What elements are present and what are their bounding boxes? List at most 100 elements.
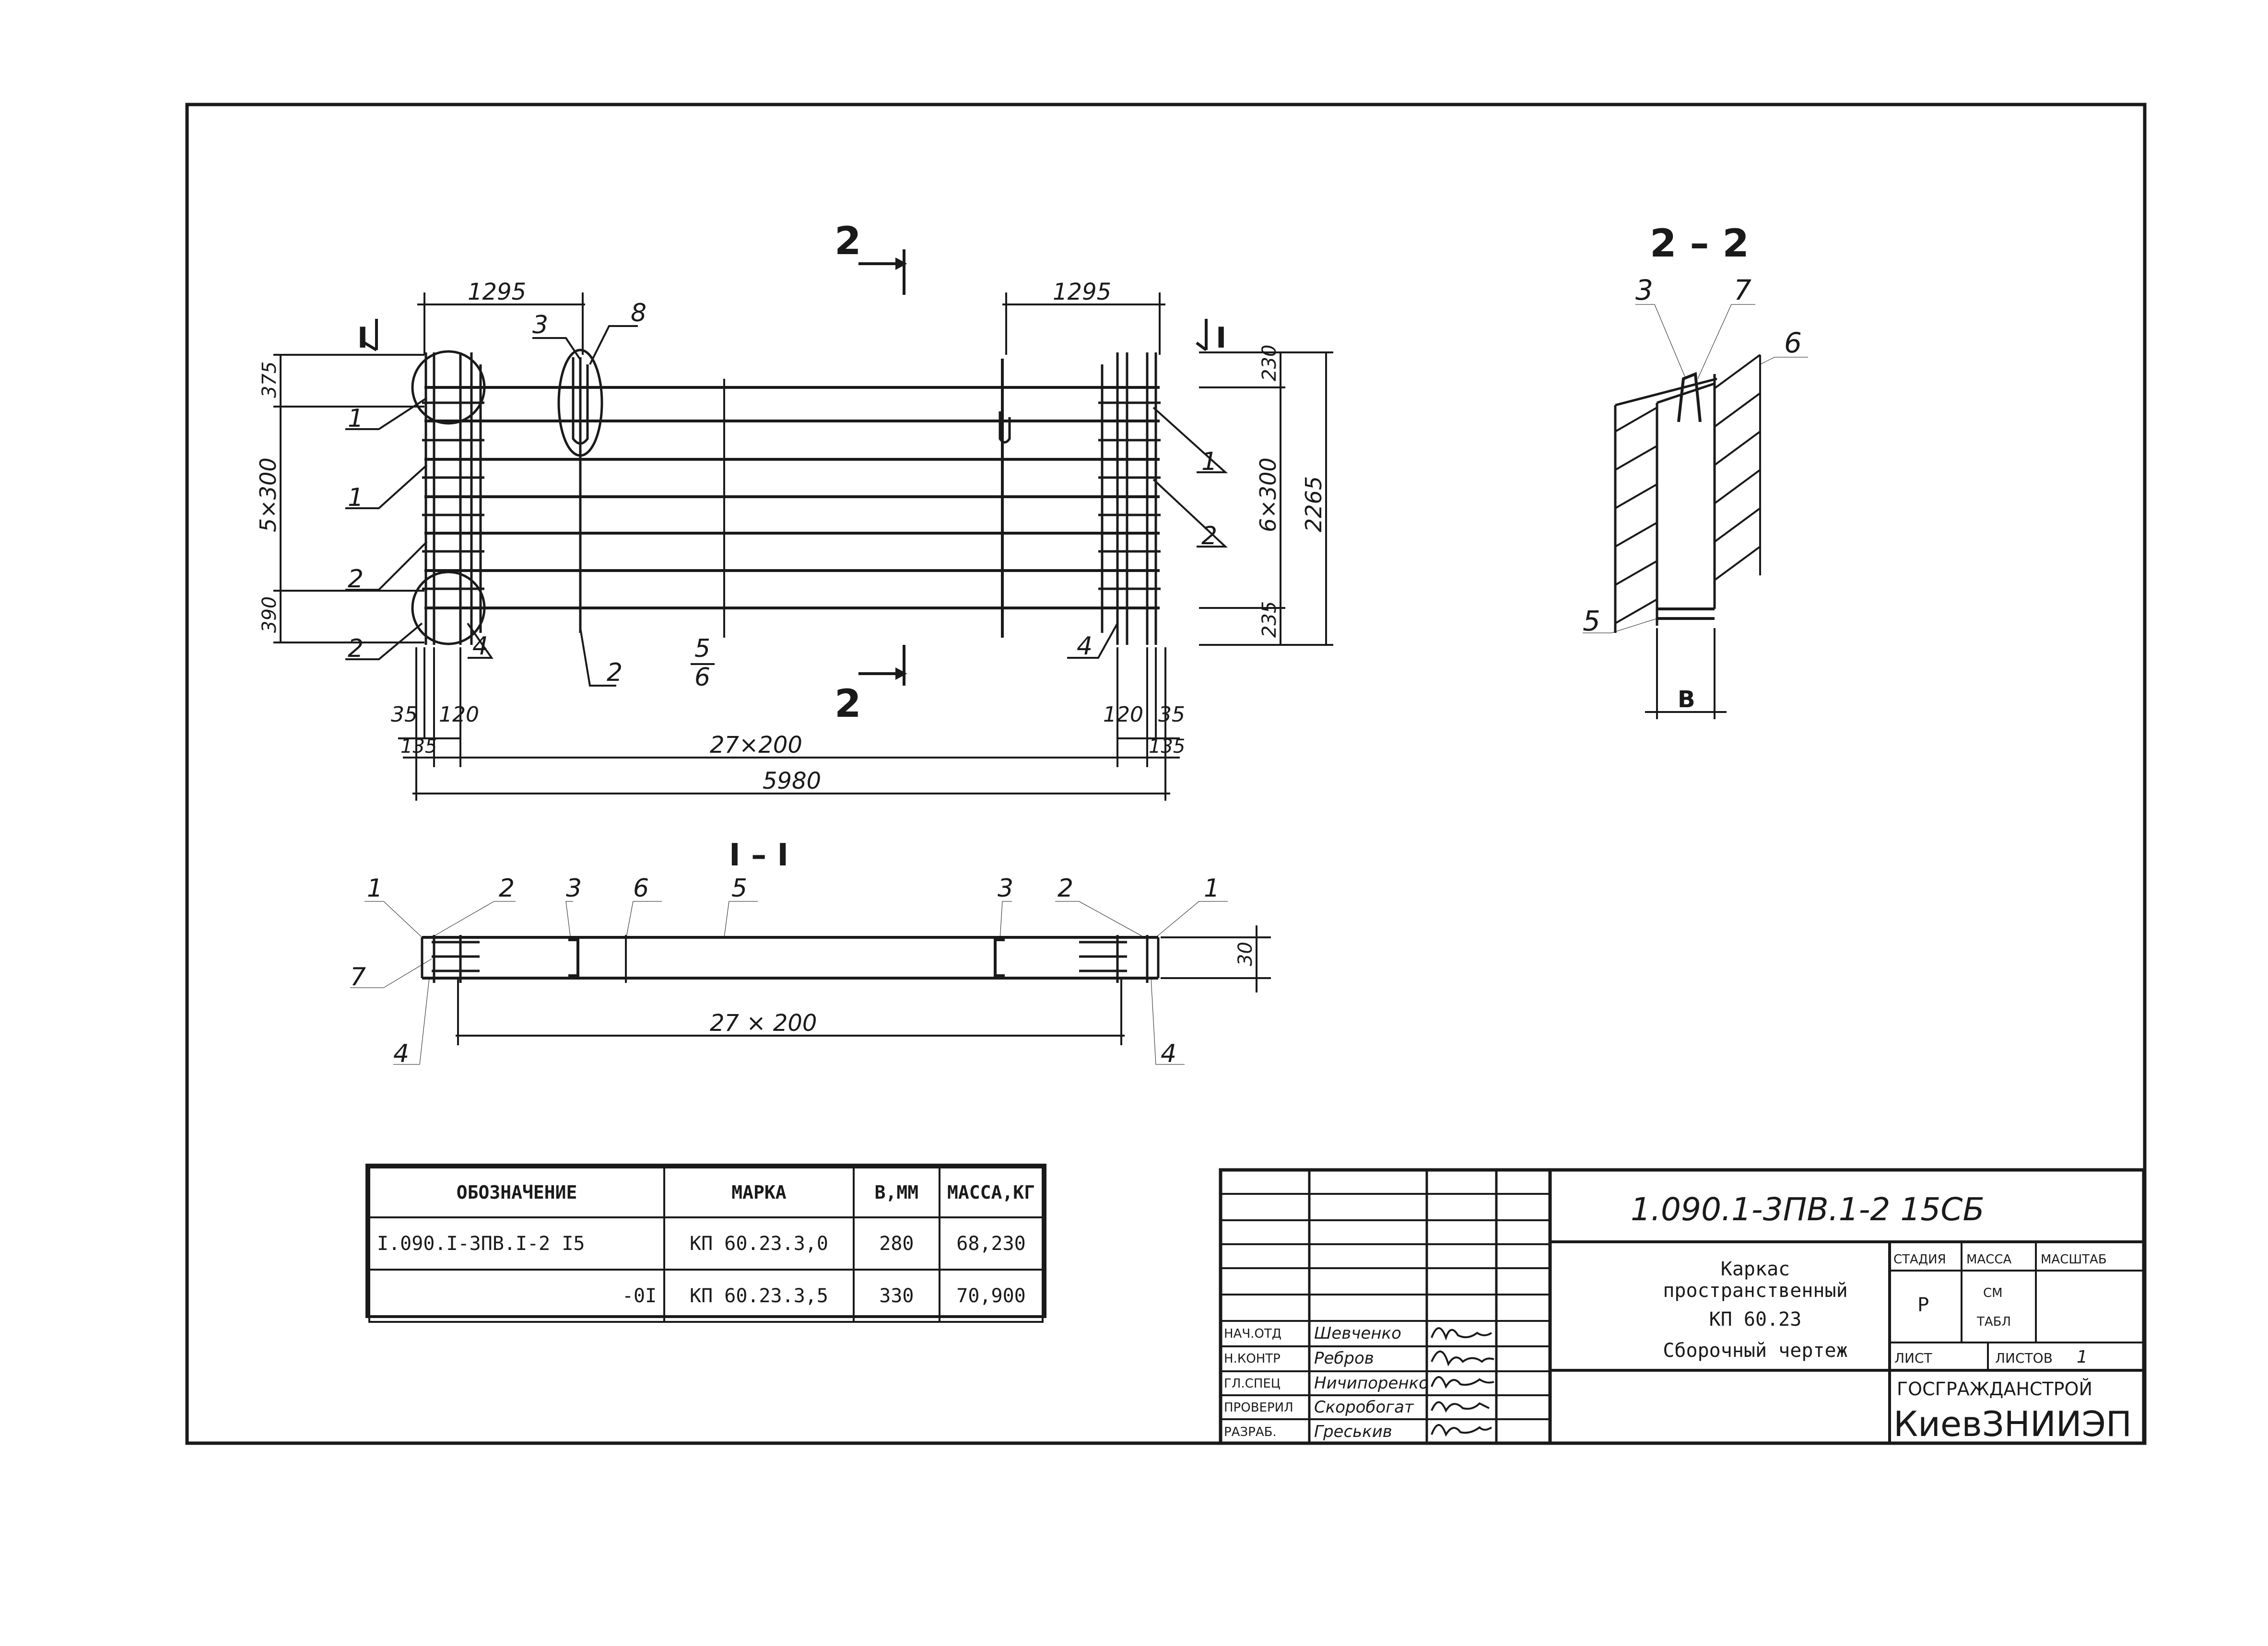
section-label-1-right: I [1216,321,1226,355]
stage-header: СТАДИЯ [1893,1252,1946,1267]
organization: ГОСГРАЖДАНСТРОЙ [1897,1378,2092,1400]
pos-2-plan-b: 2 [348,634,364,663]
section-2-2 [1583,304,1808,719]
s11-pos-1-right: 1 [1204,874,1220,903]
table-row: -0I КП 60.23.3,5 330 70,900 [368,1269,1044,1323]
spec-cell-b: 330 [852,1269,940,1323]
section-2-2-title: 2 – 2 [1650,221,1749,266]
sig-name-3: Ничипоренко [1314,1374,1429,1393]
dim-right-mid: 6×300 [1255,457,1281,532]
s11-dim-spacing: 27 × 200 [710,1010,817,1037]
dim-top-left: 1295 [468,279,526,305]
sig-role-1: НАЧ.ОТД [1224,1327,1281,1341]
spec-cell-designation: -0I [368,1269,666,1323]
pos-2-plan-a: 2 [348,565,364,594]
pos-1-plan-a: 1 [348,404,364,433]
pos-4-plan-right: 4 [1077,632,1093,661]
dim-bottom-35-left: 35 [391,702,418,727]
dim-left-bottom: 390 [259,596,281,633]
spec-cell-mass: 68,230 [938,1216,1044,1271]
sig-name-1: Шевченко [1314,1324,1401,1343]
sig-role-4: ПРОВЕРИЛ [1224,1401,1293,1415]
s22-pos-3: 3 [1635,274,1653,306]
s11-pos-7: 7 [350,963,366,992]
s11-pos-4-left: 4 [393,1039,409,1068]
s11-pos-2-left: 2 [499,874,515,903]
pos-2-plan-right: 2 [1201,522,1217,550]
sheet-label: ЛИСТ [1894,1350,1933,1366]
sig-role-3: ГЛ.СПЕЦ [1224,1377,1281,1391]
pos-2-plan-c: 2 [607,658,623,687]
institute: КиевЗНИИЭП [1893,1404,2132,1444]
table-row: I.090.I-3ПВ.I-2 I5 КП 60.23.3,0 280 68,2… [368,1216,1044,1271]
sig-role-2: Н.КОНТР [1224,1352,1281,1366]
s11-dim-height: 30 [1234,942,1257,966]
sig-role-5: РАЗРАБ. [1224,1425,1277,1439]
left-end-bars [424,352,482,645]
plan-view [411,349,1161,645]
fraction-bottom: 6 [694,663,710,692]
dim-right-bottom: 235 [1258,601,1281,638]
spec-table: ОБОЗНАЧЕНИЕ МАРКА В,ММ МАССА,КГ I.090.I-… [368,1167,1044,1323]
pos-1-plan-right: 1 [1201,447,1217,476]
s11-pos-3-right: 3 [998,874,1013,903]
dim-bottom-35-right: 35 [1158,702,1185,727]
title-block [1219,1168,2146,1445]
dim-bottom-135-right: 135 [1149,735,1185,758]
section-1-1 [350,901,1271,1065]
spec-header-row: ОБОЗНАЧЕНИЕ МАРКА В,ММ МАССА,КГ [368,1167,1044,1218]
spec-cell-mark: КП 60.23.3,5 [663,1269,855,1323]
spec-header-mark: МАРКА [663,1167,855,1218]
fraction-top: 5 [694,634,710,663]
s22-pos-5: 5 [1583,605,1600,637]
dim-top-right: 1295 [1053,279,1111,305]
drawing-code: 1.090.1-3ПВ.1-2 15СБ [1631,1191,1985,1228]
detail-circle-top [411,350,486,425]
pos-8-plan: 8 [631,299,646,327]
dim-left-top: 375 [259,362,281,398]
specification-table: ОБОЗНАЧЕНИЕ МАРКА В,ММ МАССА,КГ I.090.I-… [365,1164,1046,1323]
s11-pos-3-left: 3 [566,874,582,903]
sheets-value: 1 [2077,1347,2088,1367]
pos-4-plan-left: 4 [472,632,488,661]
sheets-label: ЛИСТОВ [1995,1350,2053,1366]
s11-pos-4-right: 4 [1161,1039,1176,1068]
dim-bottom-120-left: 120 [439,702,479,727]
spec-cell-designation: I.090.I-3ПВ.I-2 I5 [368,1216,666,1271]
section-1-1-title: I – I [729,838,788,873]
s22-pos-6: 6 [1784,327,1802,359]
longitudinal-bars [424,386,1160,609]
section-mark-2-top [858,249,907,686]
signature-rows: НАЧ.ОТД Шевченко Н.КОНТР Ребров ГЛ.СПЕЦ … [1224,1324,1429,1441]
scale-header: МАСШТАБ [2041,1252,2107,1267]
spec-header-mass: МАССА,КГ [938,1167,1044,1218]
s11-pos-6: 6 [633,874,649,903]
s11-pos-1-left: 1 [367,874,383,903]
dim-bottom-total: 5980 [763,768,821,794]
s11-pos-2-right: 2 [1058,874,1073,903]
dim-right-top: 230 [1258,345,1281,381]
left-hooks [422,401,484,590]
sig-name-4: Скоробогат [1314,1398,1414,1417]
right-hooks [1098,401,1161,590]
sig-name-2: Ребров [1314,1349,1374,1368]
sig-name-5: Греськив [1314,1422,1392,1441]
spec-header-designation: ОБОЗНАЧЕНИЕ [368,1167,666,1218]
section-label-2-top: 2 [834,219,861,263]
mass-value-1: СМ [1983,1286,2003,1300]
dim-right-total: 2265 [1301,476,1327,532]
spec-cell-b: 280 [852,1216,940,1271]
spec-cell-mark: КП 60.23.3,0 [663,1216,855,1271]
drawing-frame [185,103,2147,1445]
s22-pos-7: 7 [1734,274,1751,306]
dim-bottom-120-right: 120 [1103,702,1143,727]
dim-left-mid: 5×300 [255,457,281,532]
right-end-bars [1101,352,1157,645]
spec-header-b: В,ММ [852,1167,940,1218]
drawing-title-line1: Каркас [1721,1258,1790,1280]
stage-value: Р [1917,1294,1929,1316]
detail-circle-bottom [411,571,486,645]
s22-dim-width: В [1678,686,1695,713]
section-label-2-bottom: 2 [834,681,861,726]
